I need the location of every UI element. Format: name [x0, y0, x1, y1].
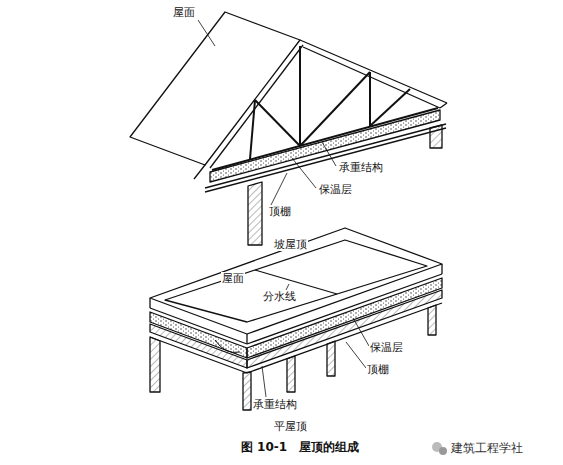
part-label: 保温层 — [318, 183, 353, 196]
figure-caption: 图 10-1 屋顶的组成 — [240, 441, 360, 454]
part-label: 保温层 — [369, 341, 404, 354]
part-label: 顶棚 — [268, 205, 292, 218]
part-label: 屋面 — [172, 6, 196, 19]
part-label: 顶棚 — [366, 363, 390, 376]
part-label: 承重结构 — [338, 161, 384, 174]
subtitle: 平屋顶 — [273, 420, 308, 433]
subtitle: 坡屋顶 — [273, 238, 308, 251]
part-label: 承重结构 — [252, 398, 298, 411]
watermark: 建筑工程学社 — [450, 442, 524, 455]
part-label: 屋面 — [221, 272, 245, 285]
part-label: 分水线 — [262, 290, 297, 303]
